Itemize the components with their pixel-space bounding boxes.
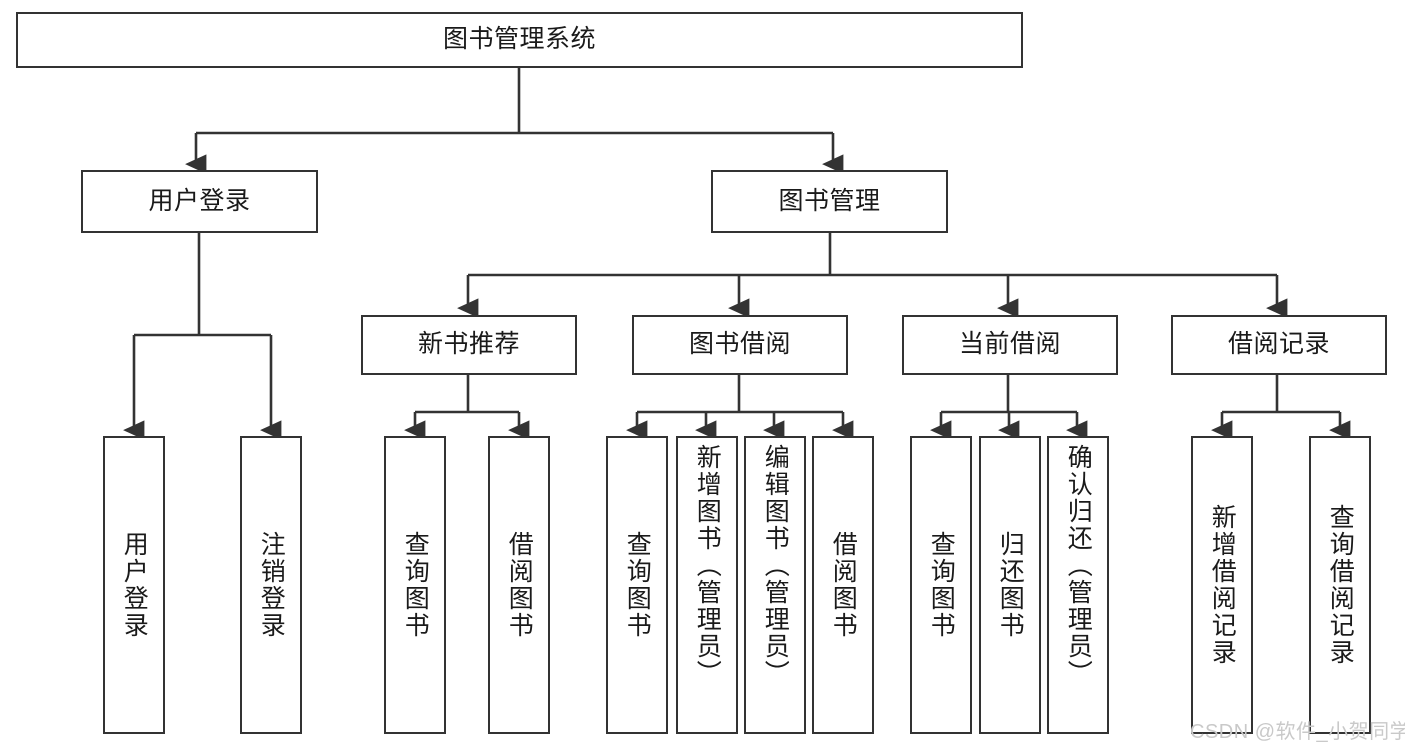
node-borrow-record-label: 借阅记录 <box>1227 330 1330 359</box>
leaf-borrow-borrow-book[interactable]: 借阅图书 <box>812 436 874 734</box>
leaf-label: 查询图书 <box>401 531 430 639</box>
leaf-label: 查询图书 <box>927 531 956 639</box>
leaf-label: 借阅图书 <box>829 531 858 639</box>
node-user-login[interactable]: 用户登录 <box>81 170 318 233</box>
leaf-label: 新增借阅记录 <box>1208 504 1237 666</box>
leaf-label: 用户登录 <box>120 531 149 639</box>
leaf-label: 归还图书 <box>996 531 1025 639</box>
node-new-book-recommend[interactable]: 新书推荐 <box>361 315 577 375</box>
node-borrow-record[interactable]: 借阅记录 <box>1171 315 1387 375</box>
node-book-manage[interactable]: 图书管理 <box>711 170 948 233</box>
leaf-record-add-record[interactable]: 新增借阅记录 <box>1191 436 1253 734</box>
node-book-borrow[interactable]: 图书借阅 <box>632 315 848 375</box>
node-root[interactable]: 图书管理系统 <box>16 12 1023 68</box>
leaf-borrow-edit-book-admin[interactable]: 编辑图书（管理员） <box>744 436 806 734</box>
node-new-book-recommend-label: 新书推荐 <box>417 330 520 359</box>
leaf-label: 编辑图书（管理员） <box>761 444 790 687</box>
node-book-manage-label: 图书管理 <box>778 186 881 215</box>
node-root-label: 图书管理系统 <box>442 25 596 54</box>
leaf-record-query-record[interactable]: 查询借阅记录 <box>1309 436 1371 734</box>
leaf-newbook-query-book[interactable]: 查询图书 <box>384 436 446 734</box>
leaf-user-login-login[interactable]: 用户登录 <box>103 436 165 734</box>
leaf-label: 确认归还（管理员） <box>1064 444 1093 687</box>
leaf-label: 借阅图书 <box>505 531 534 639</box>
node-current-borrow-label: 当前借阅 <box>958 330 1061 359</box>
leaf-user-login-logout[interactable]: 注销登录 <box>240 436 302 734</box>
node-book-borrow-label: 图书借阅 <box>688 330 791 359</box>
leaf-newbook-borrow-book[interactable]: 借阅图书 <box>488 436 550 734</box>
watermark: CSDN @软件_小贺同学 <box>1190 721 1405 743</box>
leaf-label: 新增图书（管理员） <box>693 444 722 687</box>
leaf-current-return-book[interactable]: 归还图书 <box>979 436 1041 734</box>
node-current-borrow[interactable]: 当前借阅 <box>902 315 1118 375</box>
leaf-current-query-book[interactable]: 查询图书 <box>910 436 972 734</box>
leaf-label: 查询图书 <box>623 531 652 639</box>
node-user-login-label: 用户登录 <box>148 186 251 215</box>
leaf-borrow-add-book-admin[interactable]: 新增图书（管理员） <box>676 436 738 734</box>
leaf-label: 查询借阅记录 <box>1326 504 1355 666</box>
leaf-borrow-query-book[interactable]: 查询图书 <box>606 436 668 734</box>
leaf-current-confirm-return-admin[interactable]: 确认归还（管理员） <box>1047 436 1109 734</box>
leaf-label: 注销登录 <box>257 531 286 639</box>
